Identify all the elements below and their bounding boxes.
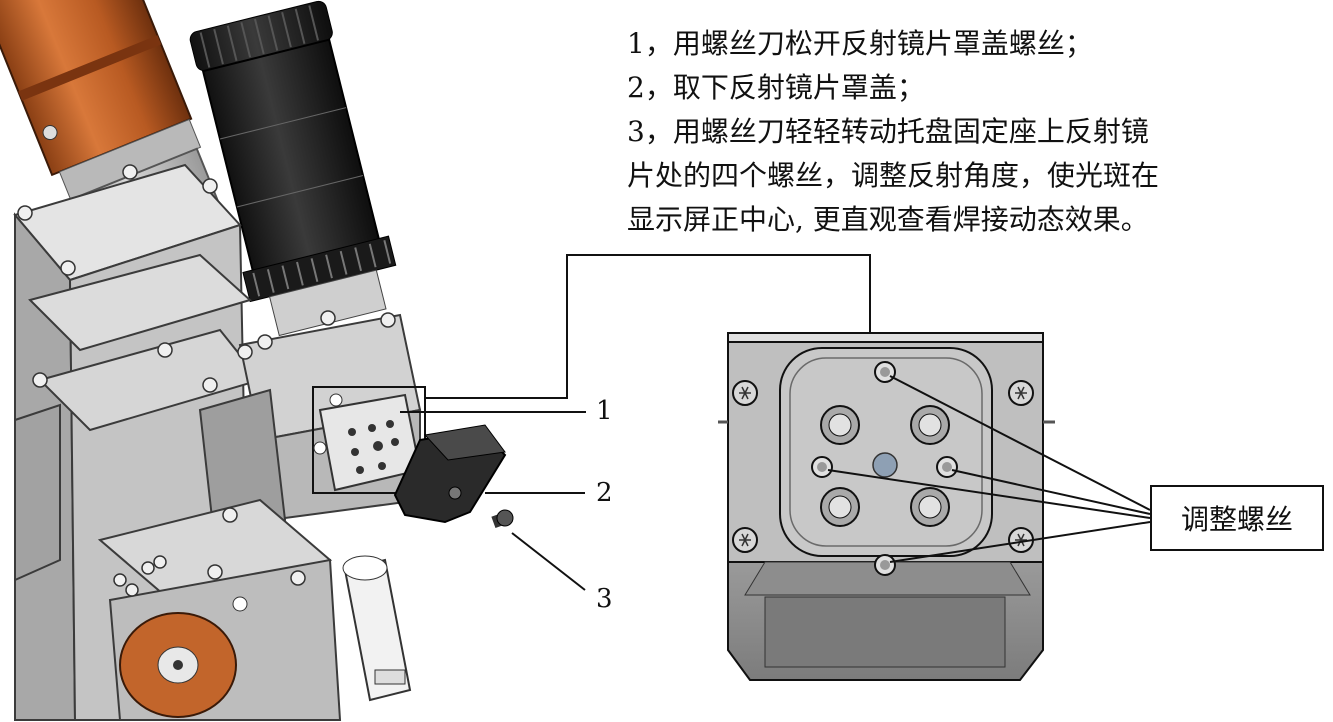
adjusting-screws <box>811 361 958 576</box>
adjusting-screws-label: 调整螺丝 <box>1150 485 1324 551</box>
cover-screw <box>491 509 514 529</box>
detail-corner-screws <box>732 380 1034 553</box>
instruction-step-3-cont-b: 显示屏正中心, 更直观查看焊接动态效果。 <box>627 203 1149 236</box>
mirror-cover-plate <box>393 424 507 524</box>
center-hole <box>872 452 898 478</box>
callout-1: 1 <box>596 396 613 426</box>
instruction-step-2: 2，取下反射镜片罩盖； <box>627 71 925 104</box>
copper-dial <box>119 596 248 718</box>
mirror-cover-mount <box>313 393 422 492</box>
callout-2: 2 <box>596 478 613 508</box>
body-screws <box>17 164 396 597</box>
welding-head-assembly <box>0 0 514 721</box>
leader-lines <box>400 254 871 591</box>
adjusting-screw-pointers <box>827 375 1151 563</box>
instruction-step-3: 3，用螺丝刀轻轻转动托盘固定座上反射镜 <box>627 115 1149 148</box>
detail-large-screws <box>820 405 950 527</box>
camera-lens-barrel <box>189 0 397 337</box>
detail-view <box>718 332 1151 681</box>
callout-3: 3 <box>596 584 613 614</box>
instruction-step-1: 1，用螺丝刀松开反射镜片罩盖螺丝； <box>627 27 1093 60</box>
white-fitting <box>342 555 412 702</box>
main-body <box>13 163 422 721</box>
instruction-text: 1，用螺丝刀松开反射镜片罩盖螺丝； 2，取下反射镜片罩盖； 3，用螺丝刀轻轻转动… <box>627 22 1327 242</box>
instruction-step-3-cont-a: 片处的四个螺丝，调整反射角度，使光斑在 <box>627 159 1160 192</box>
